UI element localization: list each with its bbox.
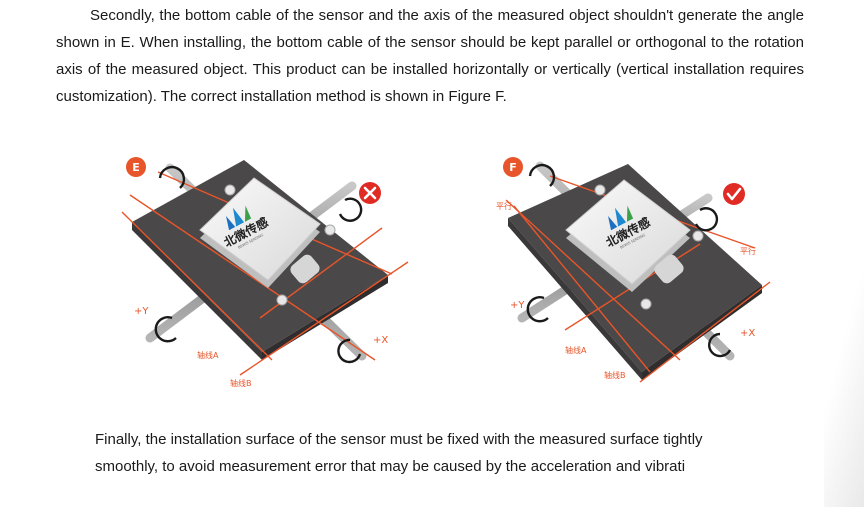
paragraph-finally-line-2: smoothly, to avoid measurement error tha… xyxy=(95,458,686,475)
parallel-label-right: 平行 xyxy=(740,246,756,256)
axis-x-label: +X xyxy=(740,328,755,339)
page-corner-shadow xyxy=(824,247,864,507)
paragraph-finally: Finally, the installation surface of the… xyxy=(95,426,795,480)
paragraph-secondly: Secondly, the bottom cable of the sensor… xyxy=(56,2,804,110)
figure-f: 北微传感 BEWIS SENSING F 平行 平行 +Y +X 轴线A 轴线B xyxy=(496,157,771,383)
figure-e-badge: E xyxy=(126,157,146,177)
axis-a-label: 轴线A xyxy=(565,345,587,355)
sensor-body xyxy=(565,179,704,310)
svg-text:E: E xyxy=(132,161,140,174)
sensor-body xyxy=(199,177,336,306)
axis-b-label: 轴线B xyxy=(230,378,252,388)
axis-lines xyxy=(121,171,409,376)
check-icon xyxy=(723,183,745,205)
axis-b-label: 轴线B xyxy=(604,370,626,380)
axis-a-label: 轴线A xyxy=(197,350,219,360)
paragraph-finally-line-1: Finally, the installation surface of the… xyxy=(95,431,703,448)
axis-y-label: +Y xyxy=(510,300,525,311)
rotation-arrows xyxy=(526,163,732,358)
figure-f-badge: F xyxy=(503,157,523,177)
cross-icon xyxy=(359,182,381,204)
rotation-arrows xyxy=(154,165,363,364)
axis-x-label: +X xyxy=(373,335,388,346)
paragraph-secondly-text: Secondly, the bottom cable of the sensor… xyxy=(56,7,804,105)
svg-text:F: F xyxy=(509,161,517,174)
axis-y-label: +Y xyxy=(134,306,149,317)
parallel-label-left: 平行 xyxy=(496,201,512,211)
figure-e: 北微传感 BEWIS SENSING E +Y +X 轴线A 轴线B xyxy=(121,157,409,388)
